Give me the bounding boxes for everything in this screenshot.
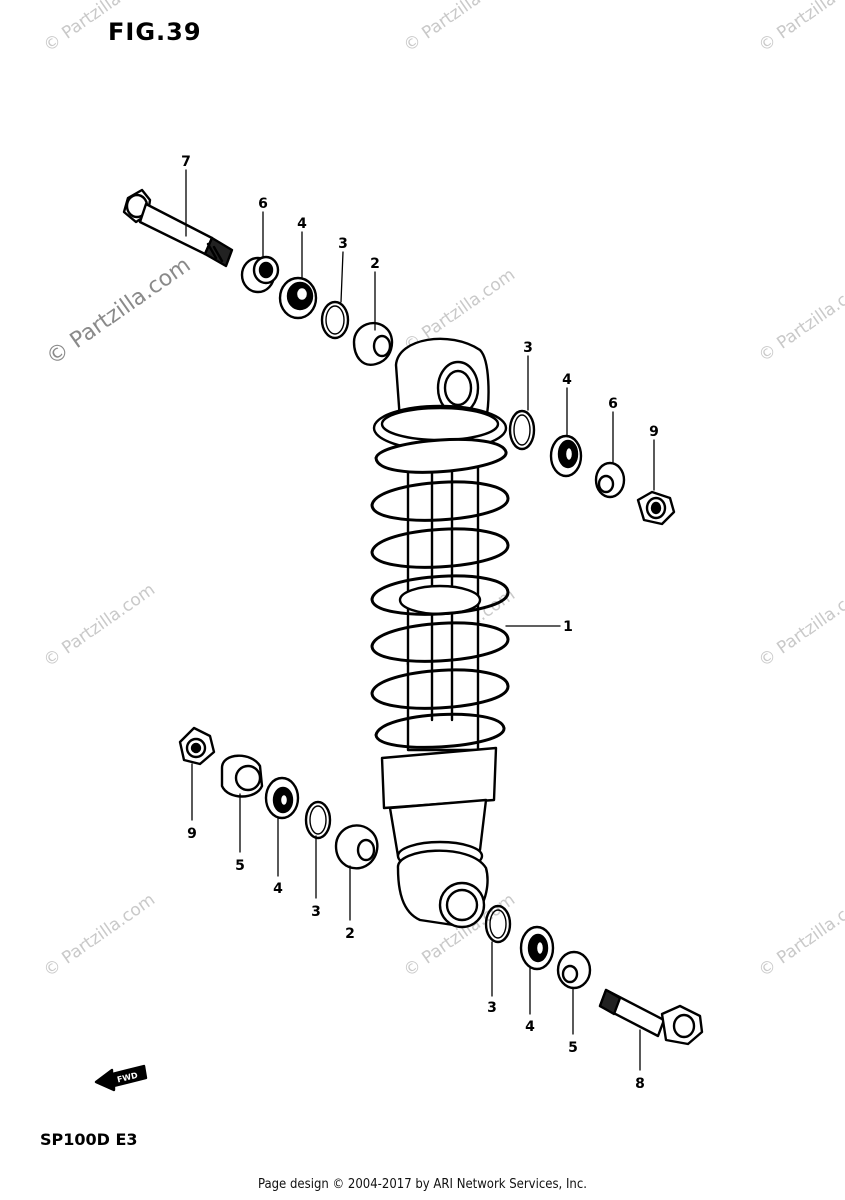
model-code: SP100D E3 [40, 1130, 138, 1149]
collar-5-left [220, 754, 264, 798]
nut-9-left [178, 726, 216, 766]
ring-3-left [304, 800, 332, 840]
seal-4-bottom [519, 925, 555, 971]
collar-5-bottom [556, 950, 592, 990]
callout-label: 4 [297, 216, 307, 232]
ring-3-top [320, 300, 350, 340]
callout-label: 2 [345, 926, 355, 942]
callout-label: 5 [235, 858, 245, 874]
collar-6-right [594, 461, 626, 499]
callout-label: 4 [562, 372, 572, 388]
callout-label: 3 [338, 236, 348, 252]
callout-label: 6 [608, 396, 618, 412]
callout-label: 4 [525, 1019, 535, 1035]
seal-4-right [549, 434, 583, 478]
callout-label: 1 [563, 619, 573, 635]
fig-title: FIG.39 [108, 18, 202, 46]
callout-label: 6 [258, 196, 268, 212]
callout-label: 2 [370, 256, 380, 272]
shock-absorber-1 [370, 337, 510, 929]
collar-6-top [240, 255, 280, 294]
callout-label: 3 [487, 1000, 497, 1016]
callout-label: 3 [311, 904, 321, 920]
callout-label: 9 [649, 424, 659, 440]
bolt-8-bottom [598, 988, 704, 1046]
nut-9-right [636, 490, 676, 526]
seal-4-left [264, 776, 300, 820]
bush-2-top [352, 321, 394, 366]
ring-3-right [508, 409, 536, 451]
bush-2-left [334, 824, 379, 870]
front-arrow [94, 1064, 148, 1092]
page-credit: Page design © 2004-2017 by ARI Network S… [258, 1177, 587, 1192]
callout-label: 4 [273, 881, 283, 897]
callout-label: 3 [523, 340, 533, 356]
seal-4-top [278, 276, 318, 320]
ring-3-bottom [484, 904, 512, 944]
callout-label: 5 [568, 1040, 578, 1056]
bolt-7-top [122, 188, 234, 268]
callout-label: 7 [181, 154, 191, 170]
callout-label: 8 [635, 1076, 645, 1092]
callout-label: 9 [187, 826, 197, 842]
